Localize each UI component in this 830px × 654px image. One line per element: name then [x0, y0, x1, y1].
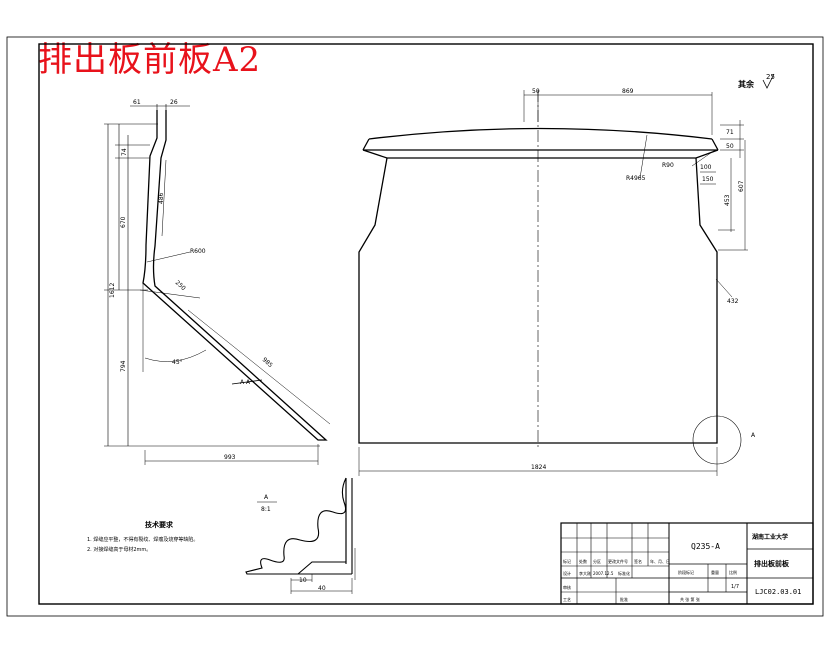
outer-border	[6, 36, 824, 617]
svg-text:2007.12.5: 2007.12.5	[593, 571, 614, 576]
svg-text:其余: 其余	[738, 79, 755, 89]
dim-upper-height: 670	[120, 216, 127, 228]
dim-center-offset: 50	[532, 88, 540, 95]
title-block-text: Q235-A 湖南工业大学 排出板前板 LJC02.03.01 1/7 阶段标记…	[563, 533, 801, 602]
sheet-title: 排出板前板A2	[38, 40, 262, 80]
svg-text:处数: 处数	[579, 558, 587, 564]
dim-150: 150	[702, 176, 714, 183]
dim-total-height: 1612	[109, 283, 116, 298]
material: Q235-A	[691, 542, 720, 551]
section-cut-label: A-A	[240, 379, 251, 386]
surface-finish-note: 其余 25	[738, 73, 775, 89]
dim-top-slope: 26	[170, 99, 178, 106]
svg-text:阶段标记: 阶段标记	[678, 569, 694, 575]
roughness-symbol-icon	[762, 73, 775, 89]
dim-small-upper: 74	[121, 148, 128, 156]
dim-100: 100	[700, 164, 712, 171]
svg-text:25: 25	[766, 73, 775, 81]
dim-71: 71	[726, 129, 734, 136]
dim-607: 607	[738, 180, 745, 192]
school-name: 湖南工业大学	[752, 533, 788, 541]
dim-radius: R600	[190, 248, 206, 255]
dim-40: 40	[318, 585, 326, 592]
dim-arc-radius: R4965	[626, 175, 646, 182]
front-view: 61 26 74 670 1612 794 486 R600 250 985 4…	[104, 99, 331, 465]
side-view: 50 869 R4965 71 50 R90 100 150 453 607 4…	[358, 88, 756, 476]
svg-text:审核: 审核	[563, 584, 571, 590]
svg-text:批准: 批准	[620, 596, 628, 602]
dim-top-offset: 61	[133, 99, 141, 106]
dim-diag-long: 985	[261, 356, 274, 369]
svg-text:年、月、日: 年、月、日	[650, 558, 670, 564]
dim-angle: 45°	[172, 359, 183, 366]
tech-requirements: 技术要求 1. 焊缝应平整，不得有裂纹、焊瘤及烧穿等缺陷。 2. 对接焊缝高于母…	[87, 520, 198, 553]
dim-10: 10	[299, 577, 307, 584]
svg-text:标准化: 标准化	[618, 570, 630, 576]
dim-width: 993	[224, 454, 236, 461]
dim-lower-height: 794	[120, 360, 127, 372]
dim-453: 453	[724, 194, 731, 206]
svg-text:A: A	[264, 494, 269, 501]
scale-value: 1/7	[731, 584, 739, 590]
drawing-number: LJC02.03.01	[755, 588, 801, 596]
svg-text:工艺: 工艺	[563, 597, 571, 602]
detail-label: A	[751, 432, 756, 439]
svg-text:李大刚: 李大刚	[579, 570, 591, 576]
sheet-info: 共 张 第 张	[680, 596, 700, 602]
part-name: 排出板前板	[754, 559, 790, 568]
dim-432: 432	[727, 298, 739, 305]
svg-text:比例: 比例	[729, 569, 737, 575]
svg-text:重量: 重量	[711, 569, 719, 575]
svg-text:标记: 标记	[563, 558, 571, 564]
tech-item: 1. 焊缝应平整，不得有裂纹、焊瘤及烧穿等缺陷。	[87, 536, 198, 543]
dim-50: 50	[726, 143, 734, 150]
dim-inner-height: 486	[158, 192, 165, 204]
dim-overall-width: 1824	[531, 464, 546, 471]
dim-diag-short: 250	[174, 279, 187, 292]
tech-item: 2. 对接焊缝高于母材2mm。	[87, 546, 151, 553]
dim-half-width: 869	[622, 88, 634, 95]
svg-text:8:1: 8:1	[261, 506, 271, 513]
side-body-outline	[358, 157, 718, 444]
inner-frame	[38, 43, 814, 605]
svg-text:更改文件号: 更改文件号	[608, 558, 628, 564]
title-block	[560, 522, 814, 605]
plate-profile	[142, 110, 328, 441]
dim-r-corner: R90	[662, 162, 674, 169]
tech-heading: 技术要求	[145, 520, 174, 529]
svg-text:分区: 分区	[593, 558, 601, 564]
svg-text:设计: 设计	[563, 570, 571, 576]
svg-text:签名: 签名	[634, 558, 642, 564]
section-detail: A 8:1 10 40	[245, 477, 356, 594]
